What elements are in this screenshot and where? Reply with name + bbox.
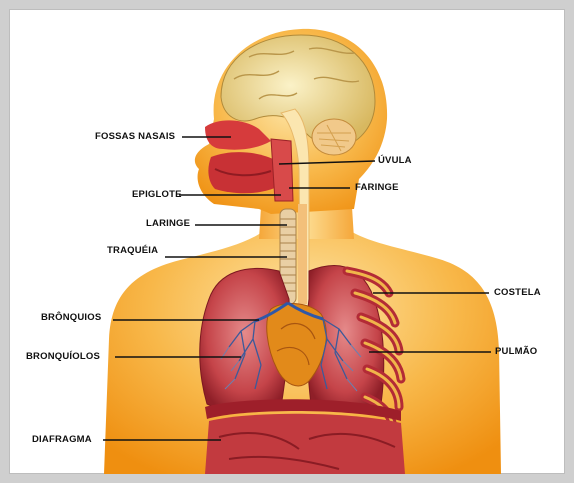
esophagus — [298, 204, 307, 304]
abdomen-organs — [205, 414, 405, 474]
label-bronquios: BRÔNQUIOS — [41, 312, 101, 323]
label-costela: COSTELA — [494, 287, 541, 298]
label-epiglote: EPIGLOTE — [132, 189, 182, 200]
label-uvula: ÚVULA — [378, 155, 412, 166]
label-faringe: FARINGE — [355, 182, 399, 193]
label-pulmao: PULMÃO — [495, 346, 537, 357]
label-laringe: LARINGE — [146, 218, 190, 229]
label-traqueia: TRAQUÉIA — [107, 245, 158, 256]
respiratory-system-illustration — [9, 9, 565, 474]
label-diafragma: DIAFRAGMA — [32, 434, 92, 445]
label-fossas-nasais: FOSSAS NASAIS — [95, 131, 175, 142]
pharynx — [271, 139, 293, 201]
label-bronquiolos: BRONQUÍOLOS — [26, 351, 100, 362]
diagram-panel: FOSSAS NASAIS ÚVULA EPIGLOTE FARINGE LAR… — [9, 9, 565, 474]
